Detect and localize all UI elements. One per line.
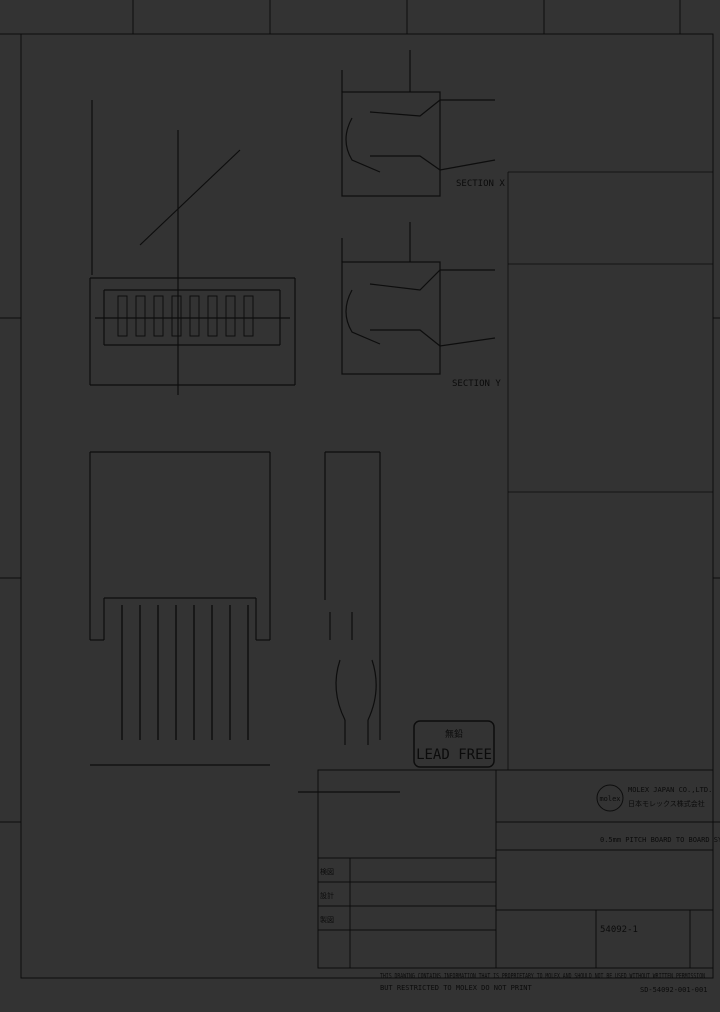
connector-top-view bbox=[89, 100, 296, 395]
series-title: 0.5mm PITCH BOARD TO BOARD SYSTEM bbox=[600, 836, 720, 844]
connector-front-view bbox=[89, 451, 271, 766]
front-view-pins bbox=[121, 605, 249, 740]
top-view-contacts bbox=[117, 295, 254, 337]
dimension-table bbox=[507, 171, 713, 771]
approval-role-drawn-jp: 製図 bbox=[320, 915, 334, 924]
lead-free-text: LEAD FREE bbox=[416, 747, 492, 763]
molex-logo: molex bbox=[599, 795, 620, 803]
connector-side-view bbox=[298, 451, 400, 793]
section-x-label: SECTION X bbox=[456, 179, 505, 189]
company-name-en: MOLEX JAPAN CO.,LTD. bbox=[628, 786, 712, 794]
drawing-number: 54092-1 bbox=[600, 925, 638, 935]
lead-free-kanji: 無鉛 bbox=[445, 728, 463, 740]
section-x-view bbox=[341, 50, 496, 197]
footer-code: SD-54092-001-001 bbox=[640, 986, 707, 994]
section-y-view bbox=[341, 222, 496, 375]
approval-role-checked-jp: 検図 bbox=[320, 867, 334, 876]
section-y-label: SECTION Y bbox=[452, 379, 501, 389]
legal-notice-1: THIS DRAWING CONTAINS INFORMATION THAT I… bbox=[380, 972, 705, 980]
legal-notice-2: BUT RESTRICTED TO MOLEX DO NOT PRINT bbox=[380, 984, 533, 992]
lead-free-stamp: 無鉛 LEAD FREE bbox=[413, 720, 495, 768]
approval-role-designed-jp: 設計 bbox=[320, 891, 334, 900]
company-name-jp: 日本モレックス株式会社 bbox=[628, 799, 705, 808]
sheet-border bbox=[0, 0, 720, 979]
title-block bbox=[317, 769, 714, 969]
